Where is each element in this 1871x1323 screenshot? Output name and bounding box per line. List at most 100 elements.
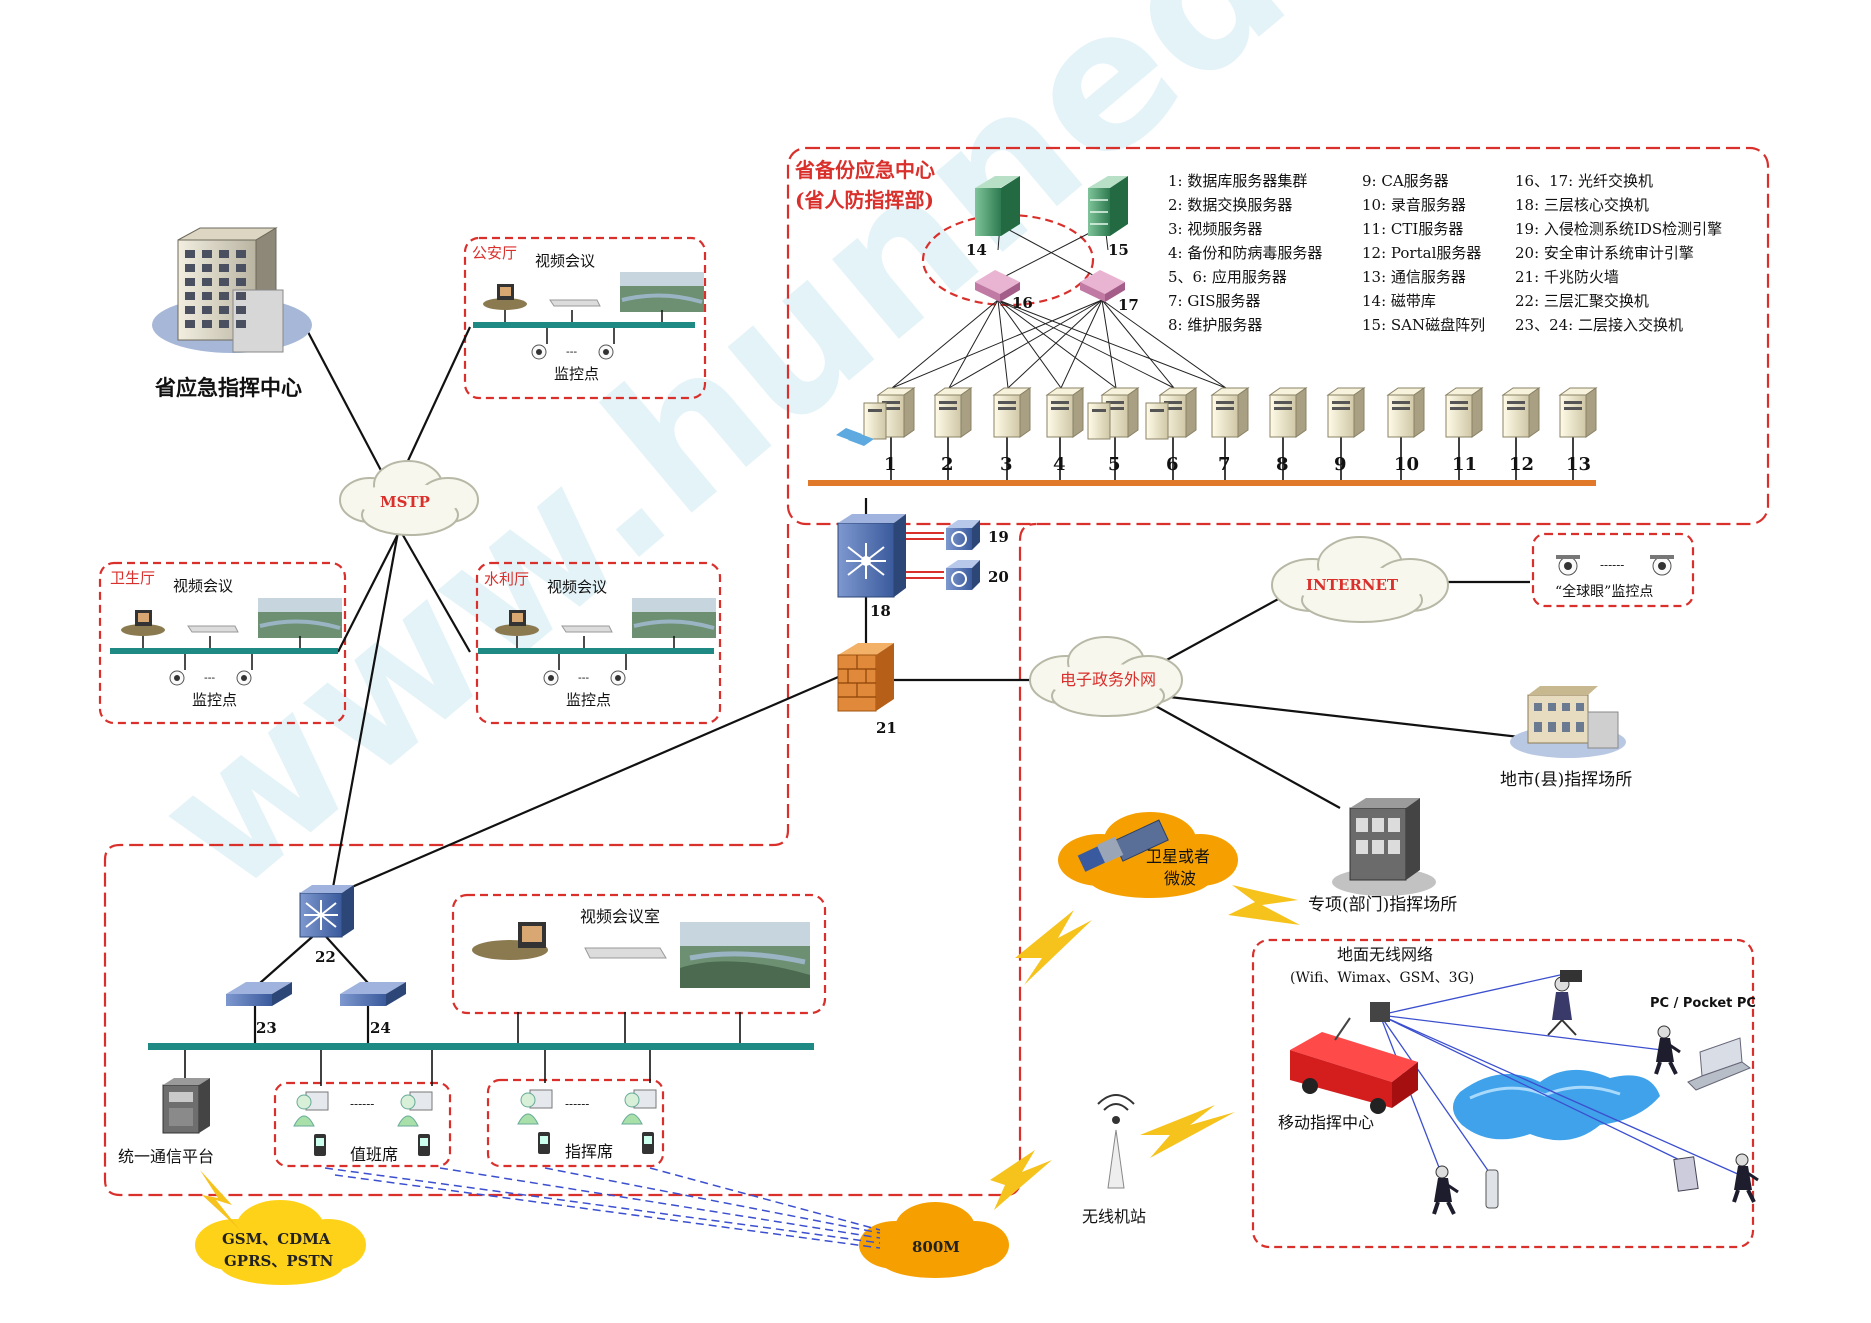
global-eye-region (1531, 532, 1695, 608)
camera-icon (543, 670, 559, 686)
server-8-icon (1268, 387, 1308, 438)
tape-library-icon (975, 176, 1020, 236)
node-16-label: 16 (1012, 294, 1033, 312)
node-22-label: 22 (315, 948, 336, 966)
legend-item: 16、17: 光纤交换机 (1515, 172, 1653, 190)
command-region (486, 1078, 665, 1168)
node-20-label: 20 (988, 568, 1009, 586)
city-command-label: 地市(县)指挥场所 (1500, 770, 1632, 790)
audit-engine-icon (946, 560, 980, 590)
legend-item: 4: 备份和防病毒服务器 (1168, 244, 1322, 262)
server-7-label: 7 (1218, 454, 1231, 475)
seat-icon (397, 1091, 433, 1156)
wireless-title: 地面无线网络 (1337, 945, 1433, 964)
server-2-icon (933, 387, 973, 438)
water-department: 水利厅视频会议---监控点 (484, 570, 716, 709)
node-17-label: 17 (1118, 296, 1139, 314)
health-monitor-label: 监控点 (192, 691, 237, 709)
legend-item: 19: 入侵检测系统IDS检测引擎 (1515, 220, 1722, 238)
video-room-region (451, 893, 827, 1015)
special-command-building-icon (1332, 798, 1436, 896)
legend-item: 23、24: 二层接入交换机 (1515, 316, 1683, 334)
backup-center-extension (103, 522, 1037, 1197)
legend-item: 3: 视频服务器 (1168, 220, 1262, 238)
mobile-command-label: 移动指挥中心 (1278, 1113, 1374, 1132)
legend-item: 1: 数据库服务器集群 (1168, 172, 1307, 190)
node-14-label: 14 (966, 241, 987, 259)
server-6-label: 6 (1166, 454, 1179, 475)
ids-engine-icon (946, 520, 980, 550)
base-station-label: 无线机站 (1082, 1207, 1146, 1226)
pc-pocket-label: PC / Pocket PC (1650, 996, 1756, 1011)
server-11-label: 11 (1452, 454, 1477, 475)
node-18-label: 18 (870, 602, 891, 620)
police-dashes: --- (566, 345, 577, 358)
legend-item: 12: Portal服务器 (1362, 244, 1481, 262)
police-bus (473, 322, 695, 328)
wireless-links (1379, 974, 1741, 1186)
camera-icon (236, 670, 252, 686)
police-region (463, 236, 707, 400)
legend-item: 14: 磁带库 (1362, 292, 1436, 310)
lightning-icon (200, 1170, 240, 1230)
camera-icon (531, 344, 547, 360)
water-dashes: --- (578, 671, 589, 684)
server-3-label: 3 (1000, 454, 1013, 475)
legend-item: 11: CTI服务器 (1362, 220, 1463, 238)
san-disk-array-icon (1088, 176, 1128, 236)
health-region (98, 561, 347, 725)
egov-cloud: 电子政务外网 (1029, 636, 1183, 717)
egov-label: 电子政务外网 (1060, 670, 1156, 689)
global-eye-cameras (1556, 555, 1674, 576)
backup-center-region (786, 146, 1770, 526)
seat-icon (293, 1091, 329, 1156)
backup-center-title-2: (省人防指挥部) (795, 188, 934, 212)
water-region (475, 561, 722, 725)
legend-item: 2: 数据交换服务器 (1168, 196, 1292, 214)
800m-label: 800M (912, 1238, 960, 1256)
gsm-label-2: GPRS、PSTN (224, 1252, 334, 1270)
radio-links-800m (324, 1167, 881, 1249)
server-3-icon (992, 387, 1032, 438)
gsm-label-1: GSM、CDMA (222, 1230, 331, 1248)
server-4-label: 4 (1053, 454, 1066, 475)
legend-item: 15: SAN磁盘阵列 (1362, 316, 1485, 334)
lightning-icon (1228, 885, 1300, 925)
health-department: 卫生厅视频会议---监控点 (110, 569, 342, 709)
water-monitor-label: 监控点 (566, 691, 611, 709)
command-label: 指挥席 (565, 1142, 613, 1161)
duty-region (273, 1081, 452, 1168)
legend-item: 18: 三层核心交换机 (1515, 196, 1649, 214)
lightning-icon (1140, 1105, 1235, 1158)
satellite-label-2: 微波 (1164, 869, 1196, 888)
server-5-label: 5 (1108, 454, 1121, 475)
server-5-icon (1087, 387, 1140, 440)
core-switch-18-icon (837, 514, 906, 598)
server-7-icon (1210, 387, 1250, 438)
handheld-icon (1485, 1169, 1499, 1209)
pda-icon (1673, 1156, 1699, 1192)
legend: 1: 数据库服务器集群 2: 数据交换服务器 3: 视频服务器 4: 备份和防病毒服务… (1168, 172, 1722, 334)
server-2-label: 2 (941, 454, 954, 475)
node-23-label: 23 (256, 1019, 277, 1037)
legend-item: 13: 通信服务器 (1362, 268, 1466, 286)
server-13-icon (1558, 387, 1598, 438)
node-19-label: 19 (988, 528, 1009, 546)
legend-item: 21: 千兆防火墙 (1515, 268, 1619, 286)
satellite-icon (1077, 819, 1169, 872)
police-monitor-label: 监控点 (554, 365, 599, 383)
duty-dashes: ------ (350, 1097, 374, 1111)
health-bus (110, 648, 338, 654)
server-9-icon (1326, 387, 1366, 438)
global-eye-label: “全球眼”监控点 (1555, 583, 1653, 600)
province-building-icon (152, 227, 312, 353)
mobile-command-vehicle-icon (1290, 1002, 1418, 1114)
fiber-switch-16-icon (975, 270, 1020, 302)
unified-comm-label: 统一通信平台 (118, 1147, 214, 1166)
field-personnel (1432, 970, 1759, 1215)
legend-item: 22: 三层汇聚交换机 (1515, 292, 1649, 310)
legend-item: 8: 维护服务器 (1168, 316, 1262, 334)
person-icon (1432, 1165, 1459, 1215)
legend-item: 10: 录音服务器 (1362, 196, 1466, 214)
server-11-icon (1444, 387, 1484, 438)
